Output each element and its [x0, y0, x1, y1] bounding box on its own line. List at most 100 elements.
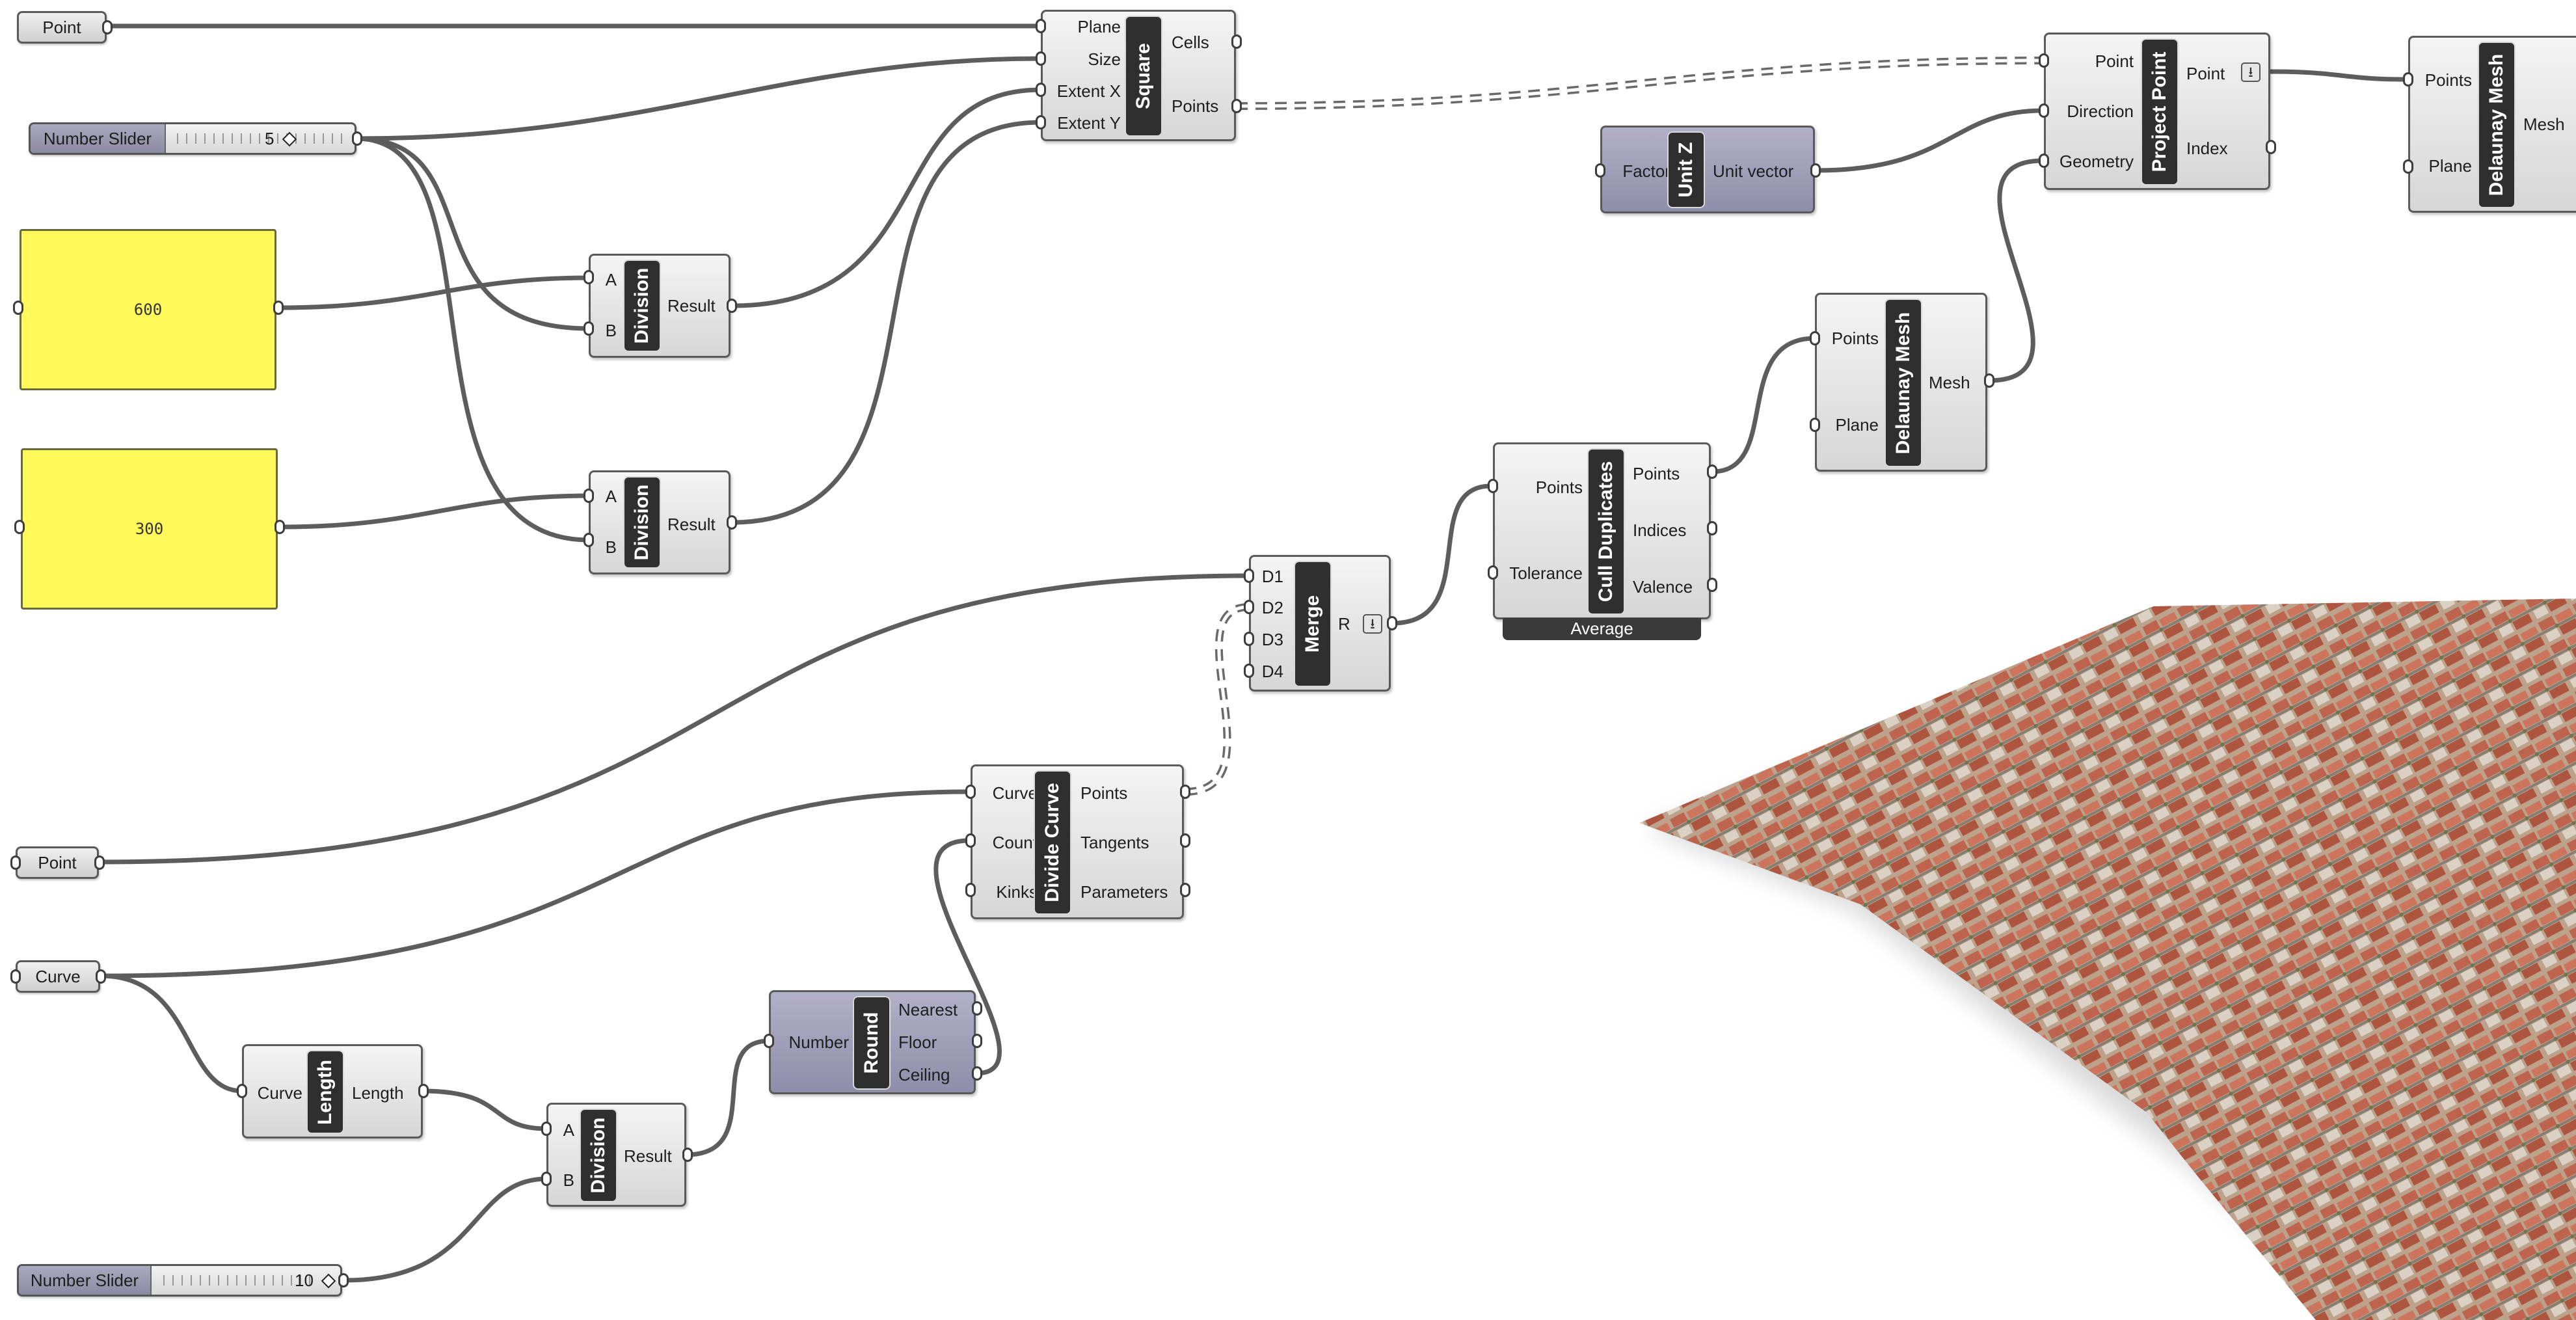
- cull-duplicates-component[interactable]: Points Tolerance Cull Duplicates Points …: [1493, 442, 1711, 619]
- output-grip[interactable]: [2266, 140, 2276, 154]
- cull-mode-footer[interactable]: Average: [1503, 618, 1701, 640]
- flatten-arrow-icon[interactable]: ⭳: [1363, 614, 1382, 634]
- output-grip[interactable]: [1180, 833, 1190, 848]
- output-mesh-label: Mesh: [2523, 114, 2565, 134]
- number-slider-2[interactable]: Number Slider 10: [17, 1264, 342, 1297]
- input-grip[interactable]: [10, 969, 21, 984]
- component-nickname: Division: [580, 1109, 617, 1202]
- slider-value: 10: [295, 1266, 314, 1295]
- division-component-3[interactable]: A B Division Result: [546, 1103, 686, 1207]
- wire: [356, 139, 589, 540]
- wire: [356, 139, 589, 329]
- input-grip[interactable]: [584, 270, 594, 284]
- output-grip[interactable]: [972, 1034, 982, 1048]
- input-d3-label: D3: [1256, 630, 1283, 649]
- input-grip[interactable]: [13, 301, 23, 315]
- param-label: Point: [38, 853, 76, 872]
- round-component[interactable]: Number Round Nearest Floor Ceiling: [769, 990, 976, 1094]
- input-grip[interactable]: [541, 1122, 552, 1136]
- input-grip[interactable]: [1595, 163, 1605, 178]
- input-grip[interactable]: [2039, 53, 2049, 68]
- input-grip[interactable]: [965, 883, 976, 897]
- input-b-label: B: [555, 1170, 574, 1190]
- input-grip[interactable]: [10, 855, 21, 870]
- number-slider-1[interactable]: Number Slider 5: [29, 122, 356, 155]
- input-grip[interactable]: [1244, 600, 1254, 614]
- input-grip[interactable]: [2039, 154, 2049, 168]
- input-grip[interactable]: [14, 520, 25, 534]
- input-grip[interactable]: [1244, 569, 1254, 583]
- output-grip[interactable]: [727, 515, 737, 530]
- output-grip[interactable]: [352, 131, 362, 146]
- input-grip[interactable]: [1244, 632, 1254, 646]
- input-grip[interactable]: [584, 533, 594, 547]
- input-grip[interactable]: [1036, 19, 1046, 33]
- input-grip[interactable]: [1036, 83, 1046, 97]
- panel-600[interactable]: 600: [20, 229, 276, 390]
- input-grip[interactable]: [2403, 72, 2413, 87]
- input-grip[interactable]: [764, 1034, 774, 1048]
- delaunay-mesh-component-1[interactable]: Points Plane Delaunay Mesh Mesh: [1815, 293, 1987, 472]
- output-grip[interactable]: [1984, 373, 1994, 388]
- component-nickname: Round: [853, 996, 891, 1090]
- output-grip[interactable]: [1231, 99, 1242, 113]
- input-a-label: A: [597, 270, 617, 290]
- unit-z-component[interactable]: Factor Unit Z Unit vector: [1600, 126, 1815, 213]
- input-grip[interactable]: [2039, 103, 2049, 118]
- output-grip[interactable]: [94, 855, 105, 870]
- division-component-1[interactable]: A B Division Result: [589, 254, 731, 358]
- output-grip[interactable]: [418, 1084, 429, 1098]
- division-component-2[interactable]: A B Division Result: [589, 470, 731, 574]
- input-grip[interactable]: [1036, 51, 1046, 66]
- output-grip[interactable]: [972, 1001, 982, 1016]
- output-grip[interactable]: [275, 520, 285, 534]
- component-nickname: Length: [306, 1050, 344, 1134]
- output-grip[interactable]: [1707, 578, 1717, 592]
- output-grip[interactable]: [1180, 785, 1190, 799]
- input-grip[interactable]: [541, 1172, 552, 1186]
- input-grip[interactable]: [965, 785, 976, 799]
- input-grip[interactable]: [584, 321, 594, 336]
- point-param-top[interactable]: Point: [17, 11, 107, 44]
- flatten-arrow-icon[interactable]: ⭳: [2241, 62, 2261, 82]
- input-grip[interactable]: [1488, 565, 1498, 580]
- curve-param[interactable]: Curve: [16, 960, 100, 993]
- output-grip[interactable]: [273, 301, 284, 315]
- length-component[interactable]: Curve Length Length: [242, 1044, 423, 1138]
- input-grip[interactable]: [1810, 331, 1820, 345]
- output-grip[interactable]: [1707, 465, 1717, 479]
- slider-handle-icon[interactable]: [321, 1274, 336, 1289]
- input-grip[interactable]: [1488, 479, 1498, 493]
- output-grip[interactable]: [1707, 521, 1717, 535]
- output-grip[interactable]: [1180, 883, 1190, 897]
- input-grip[interactable]: [1244, 664, 1254, 678]
- square-component[interactable]: Plane Size Extent X Extent Y Square Cell…: [1041, 10, 1236, 141]
- wire: [1989, 161, 2043, 381]
- output-grip[interactable]: [972, 1066, 982, 1081]
- delaunay-mesh-component-2[interactable]: Points Plane Delaunay Mesh Mesh: [2408, 36, 2576, 213]
- output-grip[interactable]: [338, 1273, 349, 1287]
- merge-component[interactable]: D1 D2 D3 D4 Merge R ⭳: [1249, 555, 1391, 692]
- output-grip[interactable]: [1231, 34, 1242, 49]
- panel-300[interactable]: 300: [21, 448, 278, 610]
- output-r-label: R: [1338, 614, 1350, 634]
- point-param-mid[interactable]: Point: [16, 846, 99, 879]
- project-point-component[interactable]: Point Direction Geometry Project Point P…: [2044, 33, 2270, 190]
- input-grip[interactable]: [965, 833, 976, 848]
- input-grip[interactable]: [2403, 159, 2413, 174]
- input-grip[interactable]: [237, 1084, 247, 1098]
- output-grip[interactable]: [682, 1148, 693, 1162]
- output-grip[interactable]: [727, 299, 737, 313]
- input-grip[interactable]: [1810, 418, 1820, 432]
- divide-curve-component[interactable]: Curve Count Kinks Divide Curve Points Ta…: [971, 764, 1184, 919]
- output-grip[interactable]: [102, 20, 113, 34]
- component-nickname: Square: [1125, 16, 1162, 137]
- param-label: Point: [42, 18, 81, 37]
- output-grip[interactable]: [1387, 616, 1397, 630]
- output-grip[interactable]: [96, 969, 106, 984]
- output-grip[interactable]: [1810, 163, 1821, 178]
- input-d2-label: D2: [1256, 598, 1283, 617]
- input-grip[interactable]: [1036, 115, 1046, 129]
- input-grip[interactable]: [584, 489, 594, 503]
